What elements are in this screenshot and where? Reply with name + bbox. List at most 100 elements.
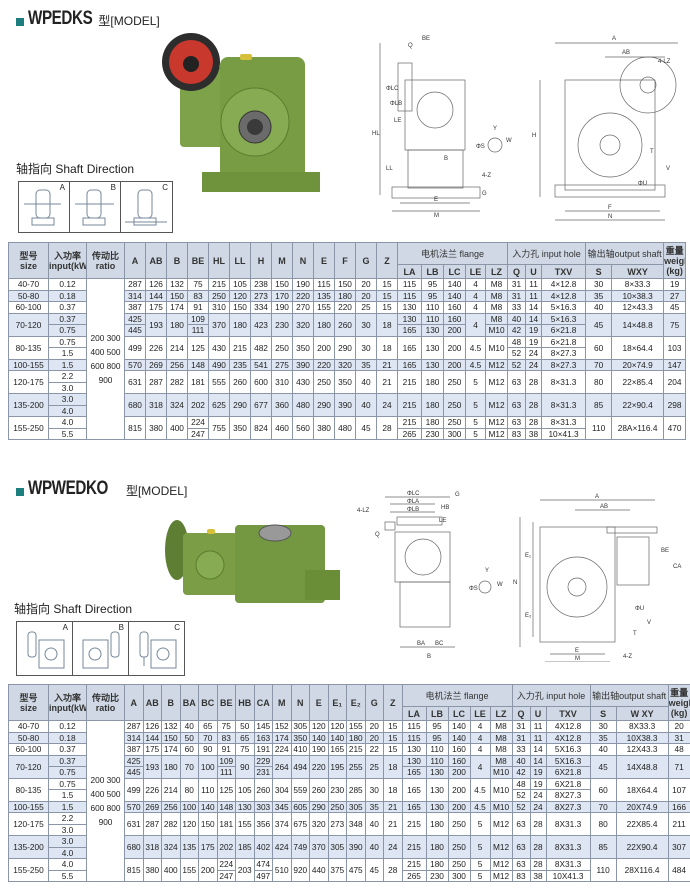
value-cell: 749 (290, 835, 310, 859)
value-cell: 19 (663, 278, 687, 291)
value-cell: 4.5 (465, 358, 486, 371)
value-cell: 8×27.3 (541, 347, 587, 360)
value-cell: M12 (484, 370, 509, 394)
value-cell: 318 (145, 393, 167, 417)
value-cell: 180 (421, 416, 444, 429)
value-cell: 115 (401, 720, 427, 733)
value-cell: 4 (465, 289, 486, 302)
col-header: M (271, 242, 293, 279)
shaft-option-c[interactable]: C (121, 182, 172, 232)
value-cell: 215 (401, 812, 427, 836)
shaft-option-label: C (174, 623, 180, 632)
col-header: LB (421, 264, 444, 279)
size-cell: 155-250 (8, 858, 49, 882)
wpwedko-gearbox-photo (165, 520, 340, 603)
value-cell: 126 (145, 278, 167, 291)
shaft-option-b[interactable]: B (73, 622, 129, 675)
value-cell: 175 (145, 301, 167, 314)
shaft-option-a[interactable]: A (19, 182, 70, 232)
value-cell: 350 (290, 731, 310, 744)
value-cell: 83 (511, 869, 531, 882)
value-cell: 30 (585, 278, 613, 291)
value-cell: 0.75 (48, 777, 87, 790)
value-cell: 250 (447, 835, 471, 859)
value-cell: 110 (585, 416, 613, 440)
value-cell: 174 (161, 743, 181, 756)
value-cell: 18 (376, 335, 398, 360)
value-cell: 680 (124, 393, 146, 417)
size-cell: 40-70 (8, 278, 49, 291)
value-cell: 402 (253, 835, 273, 859)
value-cell: 174 (272, 731, 292, 744)
value-cell: 75 (216, 720, 236, 733)
col-header: U (525, 264, 543, 279)
value-cell: 3.0 (48, 393, 87, 406)
value-cell: 80 (179, 777, 199, 802)
value-cell: 18X64.4 (615, 777, 669, 802)
value-cell: 290 (229, 393, 251, 417)
value-cell: 5 (465, 393, 486, 417)
value-cell: 18 (376, 312, 398, 337)
value-cell: 305 (346, 800, 366, 813)
shaft-option-a[interactable]: A (17, 622, 73, 675)
value-cell: 150 (161, 731, 181, 744)
value-cell: 570 (124, 800, 144, 813)
value-cell: 8×31.3 (541, 416, 587, 429)
value-cell: 31 (511, 720, 531, 733)
value-cell: M12 (484, 427, 509, 440)
shaft-direction-options: A B C (16, 621, 185, 676)
col-header-weight: 重量weight(kg) (663, 242, 687, 279)
header-text: (kg) (670, 707, 688, 718)
value-cell: 4.5 (469, 800, 491, 813)
dim-label: LE (394, 118, 401, 124)
value-cell: 220 (313, 358, 335, 371)
value-cell: 320 (292, 312, 314, 337)
value-cell: 541 (250, 358, 272, 371)
shaft-b-icon (75, 189, 114, 226)
size-cell: 155-250 (8, 416, 49, 440)
ratio-cell: 200 300 400 500 600 800 900 (86, 278, 125, 440)
value-cell: 1.5 (48, 800, 87, 813)
value-cell: 135 (179, 835, 199, 859)
value-cell: 174 (166, 301, 188, 314)
value-cell: 21 (383, 812, 403, 836)
value-cell: 474 (253, 858, 273, 871)
value-cell: 135 (313, 289, 335, 302)
value-cell: 400 (161, 858, 181, 882)
value-cell: 12X43.3 (615, 743, 669, 756)
value-cell: M8 (489, 754, 513, 767)
col-header: G (355, 242, 377, 279)
dim-label: W (497, 582, 503, 588)
value-cell: 155 (346, 720, 366, 733)
value-cell: 150 (166, 289, 188, 302)
dim-label: 4-Z (623, 654, 632, 660)
size-cell: 120-175 (8, 812, 49, 836)
value-cell: 247 (216, 869, 236, 882)
value-cell: 200 (313, 335, 335, 360)
value-cell: 132 (161, 720, 181, 733)
dim-label: HB (441, 505, 449, 511)
shaft-option-b[interactable]: B (70, 182, 121, 232)
value-cell: 215 (229, 335, 251, 360)
value-cell: 165 (327, 743, 347, 756)
value-cell: 35 (585, 289, 613, 302)
shaft-direction-heading: 轴指向 Shaft Direction (16, 162, 135, 176)
value-cell: 190 (309, 743, 329, 756)
shaft-option-c[interactable]: C (129, 622, 184, 675)
value-cell: 150 (334, 278, 356, 291)
value-cell: 19 (525, 335, 543, 348)
col-header: TXV (545, 706, 591, 721)
value-cell: 8×27.3 (541, 358, 587, 371)
value-cell: 380 (142, 858, 162, 882)
value-cell: 150 (271, 278, 293, 291)
value-cell: 20 (667, 720, 690, 733)
value-cell: 144 (142, 731, 162, 744)
value-cell: 193 (145, 312, 167, 337)
value-cell: M12 (484, 416, 509, 429)
value-cell: 247 (187, 427, 209, 440)
value-cell: 40 (355, 393, 377, 417)
col-header: LZ (489, 706, 513, 721)
model-name: WPWEDKO (28, 478, 108, 499)
